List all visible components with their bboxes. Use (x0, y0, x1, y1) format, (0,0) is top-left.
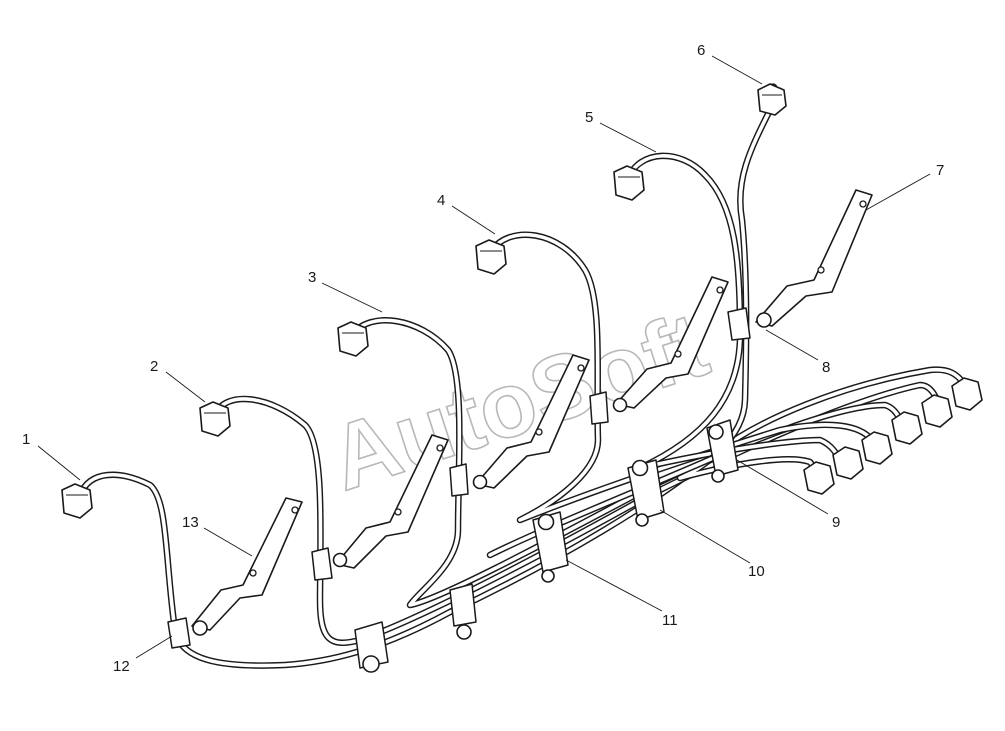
clamp-low-1 (354, 621, 389, 673)
nut-pipe-5 (613, 165, 645, 201)
clamp-4 (589, 391, 628, 425)
clamp-9 (706, 419, 739, 483)
callout-9: 9 (832, 514, 840, 531)
clamp-8 (727, 307, 772, 341)
callout-4: 4 (437, 192, 445, 209)
nut-pipe-3 (337, 321, 369, 357)
nut-pump-1 (803, 461, 835, 495)
bracket-5 (755, 189, 873, 327)
nut-pump-4 (891, 411, 923, 445)
clamp-low-2 (449, 583, 477, 640)
callout-13: 13 (182, 514, 199, 531)
callout-1: 1 (22, 431, 30, 448)
clamp-3 (449, 463, 488, 497)
nut-pipe-2 (199, 401, 231, 437)
nut-pipe-1 (61, 483, 93, 519)
clamp-12 (167, 617, 208, 649)
nut-pump-3 (861, 431, 893, 465)
nut-pump-6 (951, 377, 983, 411)
callout-6: 6 (697, 42, 705, 59)
callout-7: 7 (936, 162, 944, 179)
callout-10: 10 (748, 563, 765, 580)
pipe-bundle (76, 83, 969, 669)
nut-pump-2 (832, 446, 864, 480)
bracket-3 (475, 354, 590, 489)
callout-12: 12 (113, 658, 130, 675)
clamp-2 (311, 547, 348, 581)
bracket-4 (615, 276, 729, 409)
nut-pump-5 (921, 394, 953, 428)
callout-8: 8 (822, 359, 830, 376)
bracket-1 (191, 497, 303, 631)
callout-3: 3 (308, 269, 316, 286)
leader-lines (37, 55, 931, 659)
callout-5: 5 (585, 109, 593, 126)
callout-11: 11 (662, 612, 678, 629)
nut-pipe-6 (757, 83, 787, 116)
clamp-10 (627, 459, 665, 527)
nut-pipe-4 (475, 239, 507, 275)
bracket-2 (335, 434, 449, 569)
callout-2: 2 (150, 358, 158, 375)
clamp-11 (532, 511, 569, 583)
